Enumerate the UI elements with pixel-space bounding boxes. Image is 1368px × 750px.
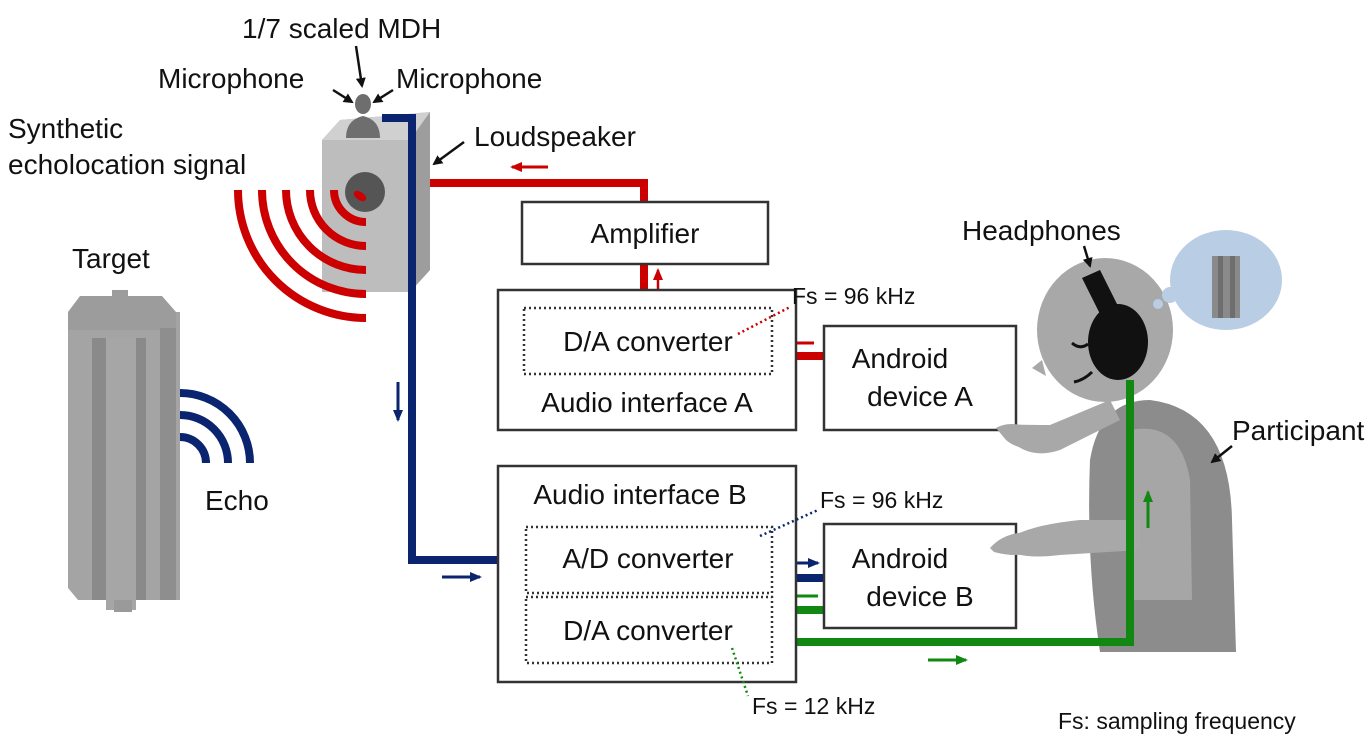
audio-interface-a-da-converter-box — [522, 306, 774, 376]
android-device-b-label-line1: Android — [852, 543, 949, 574]
target-label: Target — [72, 243, 150, 274]
synthetic-signal-label-line1: Synthetic — [8, 113, 123, 144]
loudspeaker-label: Loudspeaker — [474, 121, 636, 152]
synthetic-signal-waves-icon — [234, 189, 367, 322]
audio-interface-b-title: Audio interface B — [533, 479, 746, 510]
target-cylinder-icon — [68, 290, 180, 612]
footnote-label: Fs: sampling frequency — [1058, 708, 1296, 734]
audio-interface-b-da-converter-box — [524, 595, 774, 665]
audio-interface-b-da-converter-label: D/A converter — [563, 615, 733, 646]
mdh-pointer-arrow — [354, 45, 366, 88]
audio-interface-b-box — [496, 464, 798, 684]
microphone-left-label: Microphone — [158, 63, 304, 94]
audio-interface-b-ad-converter-box — [524, 525, 774, 595]
loudspeaker-pointer-arrow — [432, 140, 465, 166]
android-device-b-label-line2: device B — [866, 581, 973, 612]
audio-interface-a-da-converter-label: D/A converter — [563, 326, 733, 357]
mdh-label: 1/7 scaled MDH — [242, 13, 441, 44]
audio-interface-b-ad-converter-label: A/D converter — [562, 543, 733, 574]
android-device-b-box — [822, 522, 1018, 630]
echo-label: Echo — [205, 485, 269, 516]
android-device-a-box — [822, 324, 1018, 432]
participant-label: Participant — [1232, 415, 1365, 446]
audio-interface-a-title: Audio interface A — [541, 387, 753, 418]
headphones-icon — [1082, 270, 1148, 380]
fs-b-ad-leader-line — [759, 508, 819, 538]
android-device-a-label-line2: device A — [867, 381, 973, 412]
synthetic-signal-label-line2: echolocation signal — [8, 149, 246, 180]
audio-interface-b-ad-fs-label: Fs = 96 kHz — [820, 487, 943, 513]
audio-interface-b-da-fs-label: Fs = 12 kHz — [752, 693, 875, 719]
headphones-pointer-arrow — [1082, 245, 1093, 268]
microphone-left-arrow — [332, 88, 354, 104]
headphones-label: Headphones — [962, 215, 1121, 246]
fs-b-da-leader-line — [730, 647, 750, 697]
thought-bubble-icon — [1153, 230, 1282, 330]
audio-interface-a-box — [496, 288, 798, 432]
participant-pointer-arrow — [1210, 445, 1233, 464]
microphone-right-arrow — [372, 88, 394, 104]
amplifier-label: Amplifier — [591, 218, 700, 249]
echo-waves-icon — [179, 389, 254, 464]
mdh-head-icon — [346, 94, 380, 138]
participant-hands-icon — [990, 424, 1040, 555]
microphone-right-label: Microphone — [396, 63, 542, 94]
android-device-a-label-line1: Android — [852, 343, 949, 374]
amplifier-box — [520, 200, 770, 266]
audio-interface-a-fs-label: Fs = 96 kHz — [792, 283, 915, 309]
